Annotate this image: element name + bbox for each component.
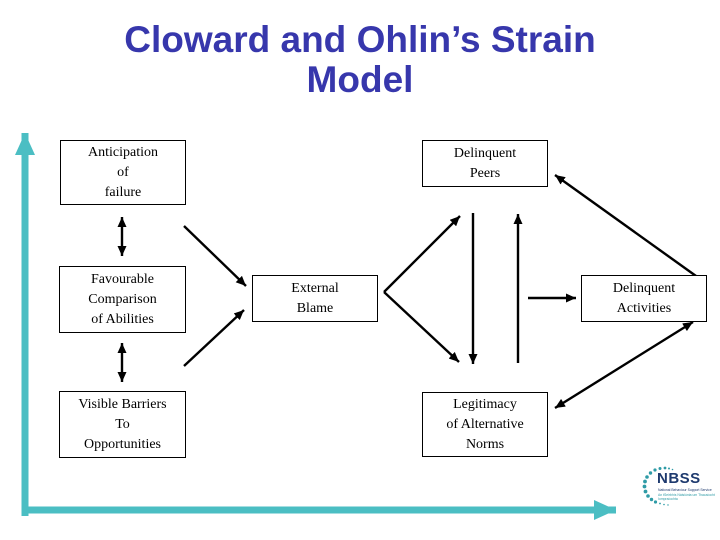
box-text-line: of Alternative	[446, 416, 524, 432]
box-text-line: Blame	[296, 300, 334, 316]
box-text-line: Delinquent	[612, 280, 676, 296]
arrow-external-legitimacy	[383, 291, 460, 363]
nbss-logo-tagline-ga: An tSeirbhís Náisiúnta um Thacaíocht Iom…	[658, 493, 715, 501]
box-text-line: Legitimacy	[453, 396, 517, 412]
box-text-line: Activities	[616, 300, 672, 316]
nbss-logo-tagline-en: National Behaviour Support Service	[658, 488, 712, 492]
nbss-logo-text: NBSS	[657, 470, 701, 487]
box-text-line: of	[117, 164, 129, 180]
box-anticipation-of-failure: Anticipation of failure	[60, 140, 186, 205]
box-text-line: Visible Barriers	[78, 396, 167, 412]
box-text-line: Norms	[465, 436, 505, 452]
arrow-activities-peers	[554, 174, 697, 277]
box-text-line: Anticipation	[88, 144, 158, 160]
box-visible-barriers: Visible Barriers To Opportunities	[59, 391, 186, 458]
arrow-external-peers	[383, 215, 461, 293]
box-legitimacy-alternative-norms: Legitimacy of Alternative Norms	[422, 392, 548, 457]
box-text-line: External	[291, 280, 339, 296]
box-favourable-comparison: Favourable Comparison of Abilities	[59, 266, 186, 333]
arrow-activities-legitimacy	[554, 320, 694, 410]
box-external-blame: External Blame	[252, 275, 378, 322]
nbss-logo-dots-icon	[642, 466, 674, 506]
box-text-line: Favourable	[91, 271, 154, 287]
title-line-2: Model	[306, 59, 414, 100]
nbss-logo: NBSS National Behaviour Support Service …	[640, 464, 716, 514]
arrow-anticipation-external	[183, 225, 247, 287]
slide-title: Cloward and Ohlin’s Strain Model	[0, 20, 720, 100]
box-text-line: Peers	[469, 165, 501, 181]
box-text-line: failure	[104, 184, 142, 200]
box-text-line: Opportunities	[84, 436, 161, 452]
title-line-1: Cloward and Ohlin’s Strain	[124, 19, 596, 60]
box-text-line: Delinquent	[453, 145, 517, 161]
box-delinquent-activities: Delinquent Activities	[581, 275, 707, 322]
box-text-line: To	[115, 416, 130, 432]
box-delinquent-peers: Delinquent Peers	[422, 140, 548, 187]
arrow-barriers-external	[183, 309, 245, 367]
box-text-line: Comparison	[88, 291, 157, 307]
box-text-line: of Abilities	[91, 311, 154, 327]
